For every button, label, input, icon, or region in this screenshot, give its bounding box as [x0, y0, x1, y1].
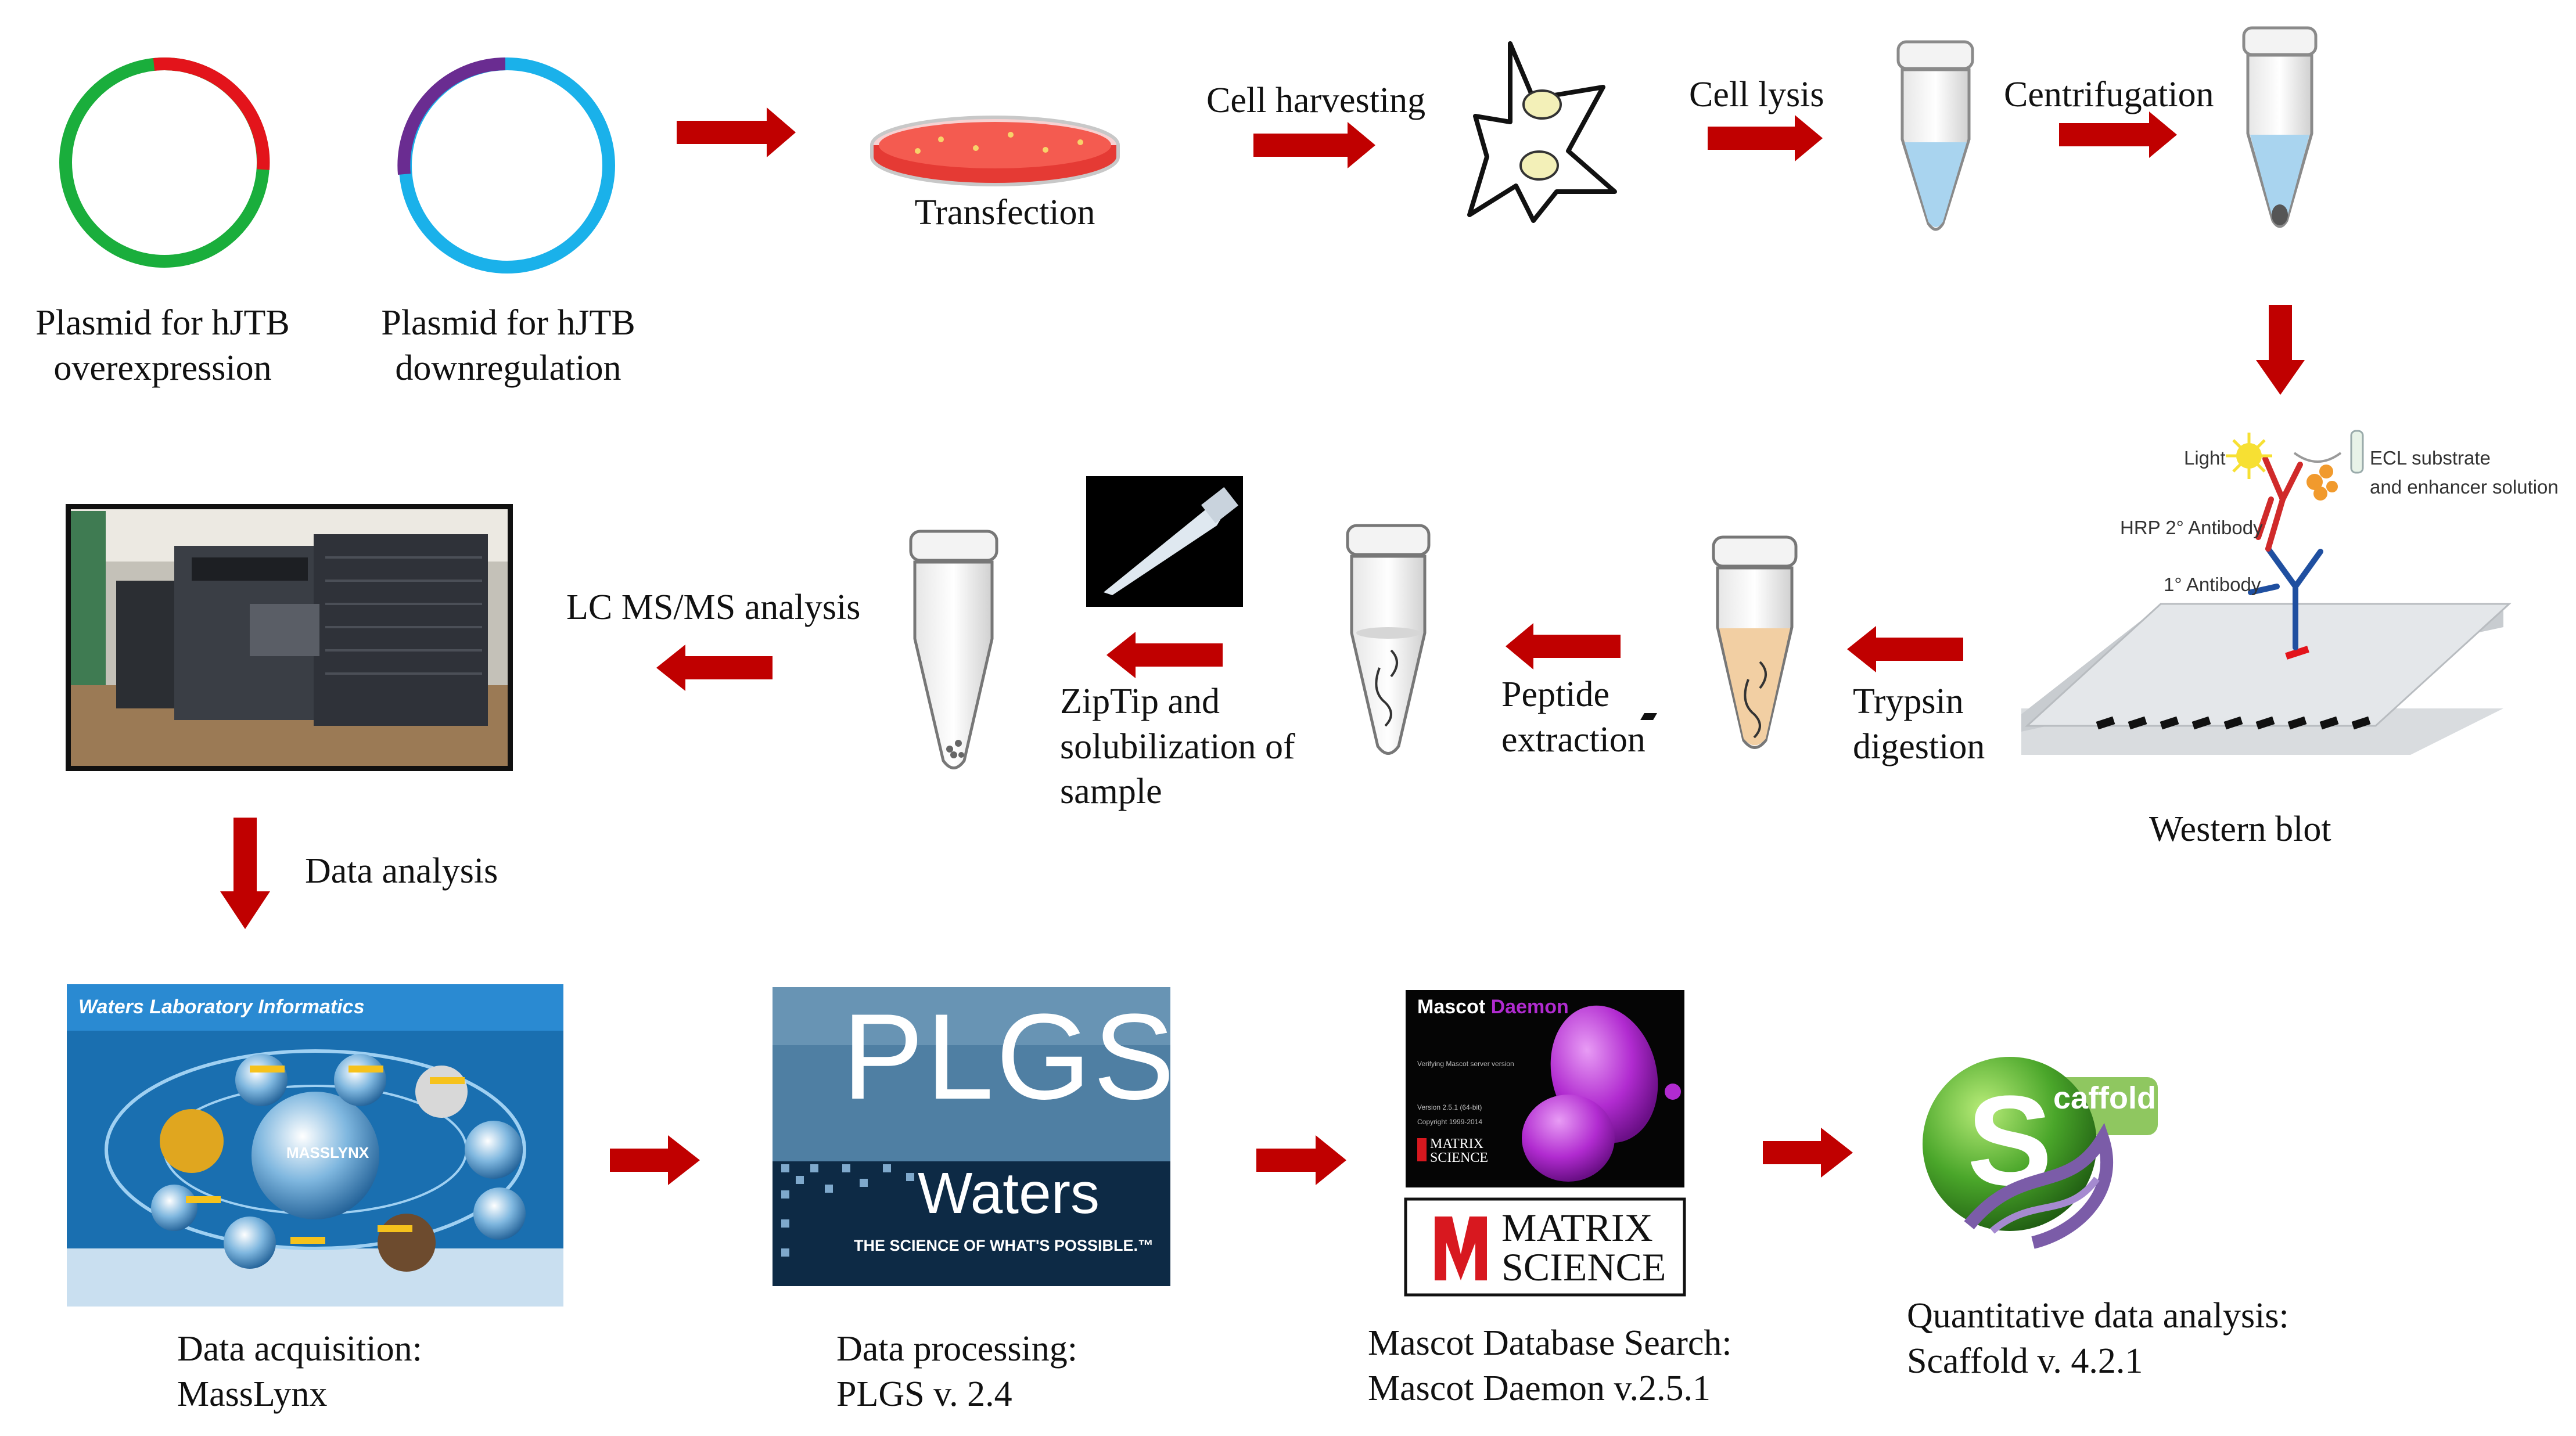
western-ecl-label-line2: and enhancer solution: [2370, 476, 2559, 498]
cell-icon: [1467, 41, 1617, 223]
plasmid-over-insert: [153, 57, 270, 170]
matrix-science-line2: SCIENCE: [1501, 1245, 1666, 1287]
light-sun-icon: [2226, 433, 2272, 479]
arrows: [220, 107, 2305, 1185]
mascot-verify-text: Verifying Mascot server version: [1417, 1060, 1514, 1068]
centrifugation-label: Centrifugation: [2004, 75, 2214, 114]
western-primary-label: 1° Antibody: [2164, 574, 2261, 595]
transfection-label: Transfection: [914, 193, 1095, 232]
arrow-right-6: [1256, 1135, 1346, 1185]
arrow-left-lcms: [656, 645, 773, 691]
plasmid-over-label-line1: Plasmid for hJTB: [35, 303, 290, 343]
mascot-caption: Mascot Database Search: Mascot Daemon v.…: [1368, 1321, 1732, 1411]
plgs-caption-line2: PLGS v. 2.4: [836, 1374, 1012, 1414]
arrow-down-western: [2256, 305, 2305, 395]
arrow-right-7: [1763, 1128, 1853, 1178]
arrow-right-2: [1253, 122, 1375, 168]
masslynx-caption-line1: Data acquisition:: [177, 1329, 422, 1369]
arrow-right-1: [677, 107, 796, 157]
western-light-label: Light: [2184, 447, 2226, 469]
mascot-matrix-small: MATRIX SCIENCE: [1430, 1137, 1488, 1165]
peptide-label: Peptide extraction: [1501, 672, 1646, 762]
plasmid-down-insert: [397, 57, 506, 175]
arrow-right-5: [610, 1135, 700, 1185]
peptide-label-line1: Peptide: [1501, 675, 1609, 714]
mascot-caption-line2: Mascot Daemon v.2.5.1: [1368, 1368, 1711, 1408]
scaffold-logo-text: caffold: [2053, 1081, 2157, 1115]
western-blot-icon: [1640, 430, 2512, 755]
mascot-daemon-splash-image: [1406, 990, 1684, 1187]
plasmid-downregulation-icon: [397, 57, 615, 273]
cell-lysis-label: Cell lysis: [1689, 75, 1824, 114]
lc-ms-instrument-photo: [66, 504, 513, 771]
tube-centrifugation-icon: [2242, 26, 2318, 228]
tube-trypsin-digestion-icon: [1712, 535, 1798, 749]
plasmid-overexpression-icon: [59, 57, 270, 268]
ziptip-pipette-photo: [1086, 476, 1243, 607]
plgs-caption-line1: Data processing:: [836, 1329, 1077, 1369]
scaffold-logo: S: [1923, 1057, 2158, 1249]
tube-peptide-extraction-icon: [1346, 524, 1431, 755]
tube-cell-lysis-icon: [1896, 40, 1974, 231]
trypsin-label-line2: digestion: [1853, 726, 1985, 766]
plasmid-over-label-line2: overexpression: [53, 348, 272, 388]
mascot-version-text: Version 2.5.1 (64-bit): [1417, 1103, 1482, 1111]
mascot-caption-line1: Mascot Database Search:: [1368, 1323, 1732, 1363]
matrix-science-logo: [1404, 1197, 1686, 1297]
arrow-left-ziptip: [1106, 632, 1223, 678]
mascot-matrix-small-line1: MATRIX: [1430, 1137, 1484, 1151]
western-ecl-label-line1: ECL substrate: [2370, 447, 2491, 469]
arrow-left-peptide: [1506, 623, 1621, 670]
arrow-right-3: [1708, 115, 1823, 161]
plasmid-over-label: Plasmid for hJTB overexpression: [17, 301, 308, 391]
scaffold-caption-line1: Quantitative data analysis:: [1907, 1296, 2289, 1336]
cell-harvesting-label: Cell harvesting: [1206, 81, 1426, 120]
lcms-label: LC MS/MS analysis: [566, 588, 861, 627]
plasmid-down-label-line1: Plasmid for hJTB: [381, 303, 635, 343]
masslynx-center-text: MASSLYNX: [286, 1144, 369, 1161]
trypsin-label: Trypsin digestion: [1853, 679, 1985, 769]
peptide-label-line2: extraction: [1501, 719, 1646, 760]
matrix-science-line1: MATRIX: [1501, 1208, 1653, 1250]
scaffold-caption-line2: Scaffold v. 4.2.1: [1907, 1341, 2143, 1381]
trypsin-label-line1: Trypsin: [1853, 682, 1964, 721]
ziptip-label: ZipTip and solubilization of sample: [1060, 679, 1295, 815]
petri-dish-icon: [870, 116, 1120, 186]
plasmid-down-label-line2: downregulation: [395, 348, 621, 388]
western-hrp-label: HRP 2° Antibody: [2120, 517, 2263, 538]
plgs-tagline: THE SCIENCE OF WHAT'S POSSIBLE.™: [854, 1237, 1154, 1254]
plgs-splash-image: [773, 987, 1170, 1286]
ziptip-label-line3: sample: [1060, 772, 1162, 811]
masslynx-caption: Data acquisition: MassLynx: [177, 1327, 422, 1417]
masslynx-caption-line2: MassLynx: [177, 1374, 328, 1414]
masslynx-banner: Waters Laboratory Informatics: [78, 996, 365, 1018]
plasmid-down-label: Plasmid for hJTB downregulation: [363, 301, 653, 391]
blot-bands: [2096, 716, 2371, 730]
plgs-title: PLGS: [842, 996, 1177, 1118]
mascot-matrix-small-line2: SCIENCE: [1430, 1150, 1489, 1165]
arrow-down-data-analysis: [220, 818, 270, 929]
mascot-title: Mascot Daemon: [1417, 996, 1569, 1018]
mascot-title-word2: Daemon: [1490, 996, 1569, 1018]
scaffold-caption: Quantitative data analysis: Scaffold v. …: [1907, 1294, 2289, 1384]
arrow-left-trypsin: [1847, 626, 1963, 672]
mascot-copyright-text: Copyright 1999-2014: [1417, 1118, 1483, 1126]
tube-ziptip-sample-icon: [909, 530, 998, 769]
matrix-science-text: MATRIX SCIENCE: [1501, 1208, 1666, 1287]
ziptip-label-line2: solubilization of: [1060, 726, 1295, 766]
arrow-right-4: [2059, 111, 2177, 158]
mascot-title-word1: Mascot: [1417, 996, 1486, 1018]
plgs-caption: Data processing: PLGS v. 2.4: [836, 1327, 1077, 1417]
plgs-brand: Waters: [918, 1164, 1100, 1222]
ziptip-label-line1: ZipTip and: [1060, 682, 1220, 721]
data-analysis-label: Data analysis: [305, 851, 498, 891]
western-blot-caption: Western blot: [2149, 809, 2331, 849]
masslynx-splash-image: [67, 984, 563, 1307]
